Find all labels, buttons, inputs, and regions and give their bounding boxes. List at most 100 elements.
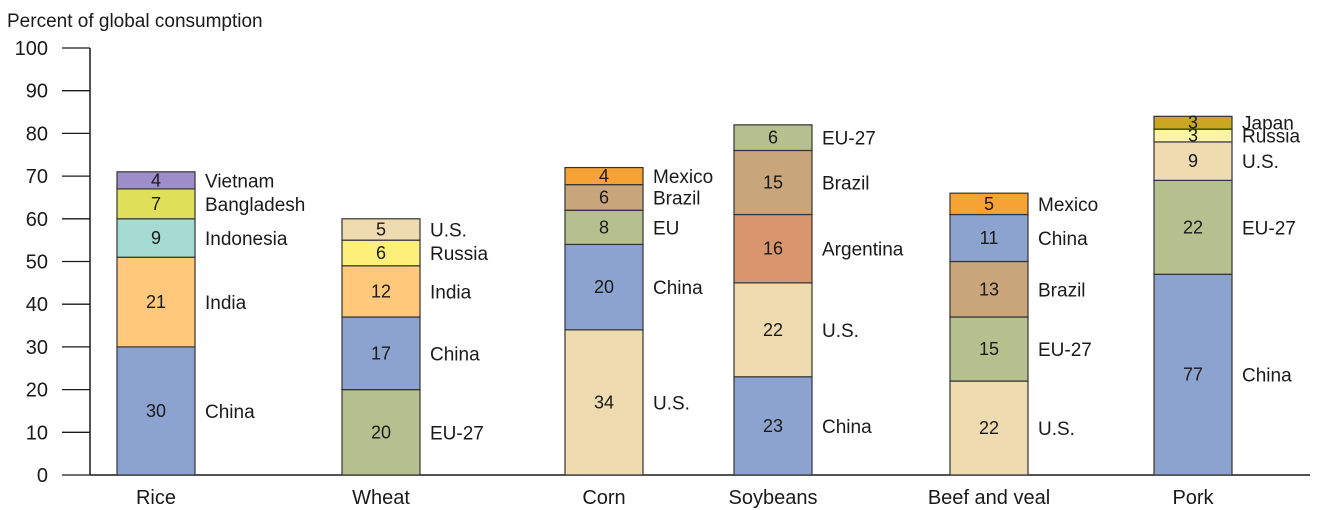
y-tick-label: 30 [26,337,48,359]
y-tick-label: 50 [26,252,48,274]
data-label: 9 [151,228,161,248]
bar-segment [341,316,421,391]
data-label: 5 [376,219,386,239]
axes: 0 10 20 30 40 50 60 70 80 90 100 [15,38,1310,487]
segment-label: U.S. [822,321,859,342]
data-label: 22 [979,418,999,438]
bar-stack: 20 EU-27 17 China 12 India 6 Russia 5 U.S. Wheat [341,218,489,509]
segment-label: Brazil [1038,280,1086,301]
data-label: 4 [599,166,609,186]
data-label: 11 [980,228,999,248]
y-tick-label: 20 [26,380,48,402]
segment-label: EU-27 [822,129,876,150]
bar-segment [116,171,196,190]
segment-label: China [205,402,255,423]
y-tick-label: 80 [26,123,48,145]
bar-segment [341,239,421,267]
segment-label: Bangladesh [205,195,305,216]
data-label: 4 [151,170,161,190]
x-category-label: Wheat [352,487,410,509]
data-label: 7 [151,194,161,214]
segment-label: EU [653,218,679,239]
y-tick-label: 90 [26,81,48,103]
data-label: 16 [763,239,783,259]
segment-label: EU-27 [430,423,484,444]
segment-label: Indonesia [205,229,288,250]
segment-label: U.S. [430,220,467,241]
data-label: 22 [1183,217,1203,237]
segment-label: Japan [1242,114,1294,135]
segment-label: Brazil [822,174,870,195]
bar-segment [116,256,196,348]
y-tick-label: 70 [26,166,48,188]
data-label: 3 [1188,126,1198,146]
bar-segment [1153,179,1233,275]
segment-label: Argentina [822,240,904,261]
bar-segment [949,213,1029,263]
data-label: 22 [763,320,783,340]
bar-segment [949,260,1029,318]
x-category-label: Soybeans [729,487,818,509]
x-category-label: Beef and veal [928,487,1050,509]
bar-segment [733,124,813,152]
data-label: 17 [371,343,391,363]
y-tick-label: 40 [26,294,48,316]
data-label: 15 [979,339,999,359]
data-label: 77 [1183,365,1203,385]
data-label: 15 [763,173,783,193]
x-category-label: Rice [136,487,176,509]
bar-segment [949,192,1029,216]
data-label: 30 [146,401,166,421]
segment-label: U.S. [1038,419,1075,440]
segment-label: U.S. [1242,152,1279,173]
data-label: 34 [594,392,614,412]
segment-label: India [205,293,247,314]
segment-label: China [1038,229,1088,250]
y-tick-label: 0 [37,465,48,487]
segment-label: Mexico [653,167,713,188]
bar-segment [564,166,644,186]
bar-segment [564,243,644,331]
segment-label: Russia [1242,127,1301,148]
bar-segment [949,316,1029,382]
x-category-label: Corn [582,487,625,509]
data-label: 6 [376,243,386,263]
bar-segment [564,209,644,246]
bar-segment [733,213,813,284]
data-label: 6 [599,187,609,207]
segment-label: India [430,282,472,303]
data-label: 12 [371,281,391,301]
segment-label: Vietnam [205,171,274,192]
data-label: 9 [1188,151,1198,171]
y-tick-label: 100 [15,38,48,60]
bar-segment [733,282,813,378]
data-label: 21 [146,292,166,312]
y-tick-label: 60 [26,209,48,231]
segment-label: U.S. [653,393,690,414]
data-label: 5 [984,194,994,214]
segment-label: China [653,278,703,299]
bar-segment [733,149,813,216]
y-axis-title: Percent of global consumption [7,11,263,32]
bar-segment [1153,141,1233,181]
bar-segment [116,218,196,258]
segment-label: China [430,344,480,365]
y-tick-label: 10 [26,422,48,444]
data-label: 20 [594,277,614,297]
data-label: 8 [599,217,609,237]
data-label: 20 [371,422,391,442]
x-category-label: Pork [1172,487,1214,509]
segment-label: Brazil [653,188,701,209]
bar-segment [116,346,196,476]
segment-label: EU-27 [1038,340,1092,361]
data-label: 3 [1188,113,1198,133]
data-label: 13 [979,279,999,299]
segment-label: Russia [430,244,489,265]
bar-segment [1153,115,1233,130]
bar-segment [341,218,421,241]
data-label: 6 [768,128,778,148]
